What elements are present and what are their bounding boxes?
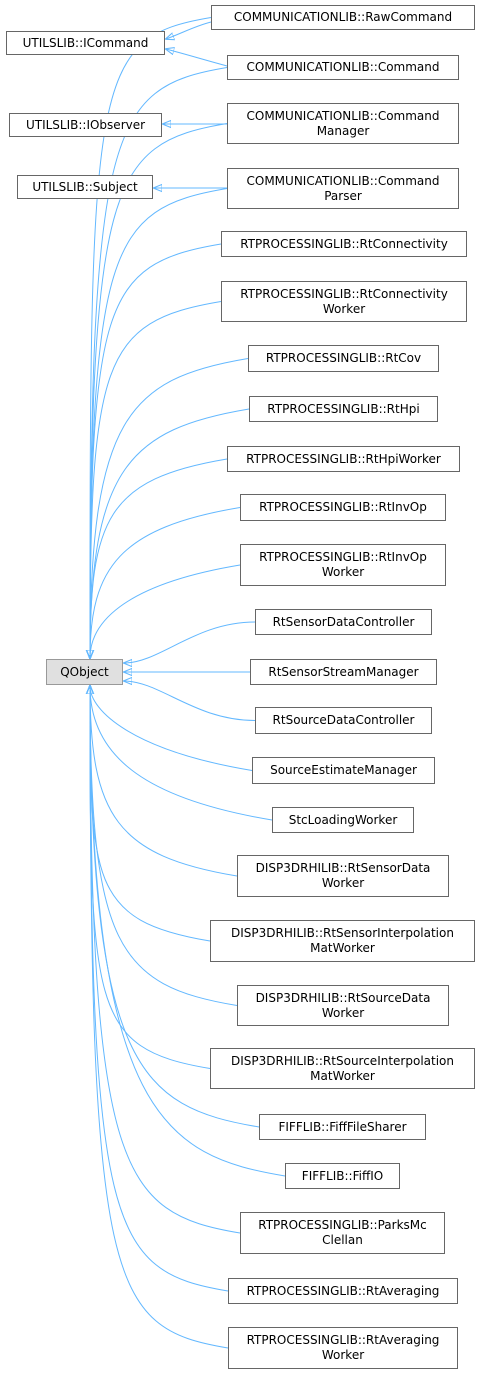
node-label: COMMUNICATIONLIB::RawCommand bbox=[233, 10, 453, 24]
node-label: DISP3DRHILIB::RtSourceData bbox=[255, 990, 431, 1005]
edge-rtsensorinterpolationmatworker-qobject bbox=[90, 686, 211, 942]
edge-rawcommand-icommand bbox=[166, 21, 212, 39]
node-label: COMMUNICATIONLIB::Command bbox=[246, 60, 440, 74]
node-label: QObject bbox=[60, 664, 109, 679]
node-label: StcLoadingWorker bbox=[288, 812, 398, 827]
edge-commandparser-qobject bbox=[90, 188, 228, 659]
node-utilslib-icommand[interactable]: UTILSLIB::ICommand bbox=[6, 31, 165, 55]
edge-rtinvopworker-qobject bbox=[90, 564, 241, 658]
node-label: UTILSLIB::IObserver bbox=[25, 117, 146, 132]
node-label: RTPROCESSINGLIB::RtAveraging bbox=[246, 1333, 440, 1347]
node-qobject[interactable]: QObject bbox=[46, 659, 123, 685]
node-rtsourcedatacontroller[interactable]: RtSourceDataController bbox=[255, 707, 432, 734]
node-label: RTPROCESSINGLIB::RtCov bbox=[265, 351, 422, 365]
edge-rtsensordataworker-qobject bbox=[90, 686, 238, 877]
node-label: RtSensorDataController bbox=[272, 614, 415, 629]
node-label: RTPROCESSINGLIB::RtInvOp bbox=[259, 500, 427, 514]
node-label: UTILSLIB::ICommand bbox=[22, 35, 149, 50]
node-rtprocessinglib-rtaveraging[interactable]: RTPROCESSINGLIB::RtAveraging bbox=[228, 1278, 458, 1304]
node-label: Worker bbox=[322, 301, 366, 316]
edge-rtsourcedatacontroller-qobject bbox=[124, 681, 256, 721]
edge-rthpiworker-qobject bbox=[90, 458, 228, 658]
node-utilslib-subject[interactable]: UTILSLIB::Subject bbox=[17, 175, 153, 199]
node-label: Parser bbox=[324, 188, 362, 203]
node-rtsensordatacontroller[interactable]: RtSensorDataController bbox=[255, 609, 432, 635]
edge-command-qobject bbox=[90, 67, 228, 659]
node-label: DISP3DRHILIB::RtSensorInterpolation bbox=[231, 926, 454, 940]
node-utilslib-iobserver[interactable]: UTILSLIB::IObserver bbox=[9, 113, 162, 137]
node-label: MatWorker bbox=[310, 941, 375, 955]
node-label: DISP3DRHILIB::RtSensorData bbox=[255, 861, 431, 875]
edge-rtsensordatacontroller-qobject bbox=[124, 621, 256, 663]
node-communicationlib-rawcommand[interactable]: COMMUNICATIONLIB::RawCommand bbox=[211, 5, 475, 30]
node-label: Worker bbox=[321, 1348, 365, 1362]
node-label: RTPROCESSINGLIB::RtConnectivity bbox=[240, 236, 448, 251]
node-label: FIFFLIB::FiffFileSharer bbox=[278, 1119, 407, 1134]
node-label: Worker bbox=[321, 1005, 365, 1020]
edge-rtconnectivity-qobject bbox=[90, 243, 222, 658]
node-label: RTPROCESSINGLIB::ParksMc bbox=[258, 1218, 427, 1232]
node-fifflib-fifffilesharer[interactable]: FIFFLIB::FiffFileSharer bbox=[259, 1114, 426, 1140]
node-label: Worker bbox=[321, 876, 365, 890]
edge-rtaveragingworker-qobject bbox=[90, 686, 229, 1349]
node-stcloadingworker[interactable]: StcLoadingWorker bbox=[272, 807, 414, 833]
edge-rtconnectivityworker-qobject bbox=[90, 301, 222, 659]
node-rtsensorstreammanager[interactable]: RtSensorStreamManager bbox=[250, 659, 437, 685]
node-label: Worker bbox=[321, 565, 365, 579]
edge-commandmanager-qobject bbox=[90, 123, 228, 659]
node-label: Manager bbox=[316, 123, 370, 138]
node-rtprocessinglib-rtinvop[interactable]: RTPROCESSINGLIB::RtInvOp bbox=[240, 494, 446, 521]
node-rtprocessinglib-rtcov[interactable]: RTPROCESSINGLIB::RtCov bbox=[248, 345, 439, 372]
node-label: RTPROCESSINGLIB::RtConnectivity bbox=[240, 286, 448, 301]
edge-parksmcclellan-qobject bbox=[90, 686, 241, 1234]
node-rtprocessinglib-rthpiworker[interactable]: RTPROCESSINGLIB::RtHpiWorker bbox=[227, 446, 460, 472]
node-label: COMMUNICATIONLIB::Command bbox=[246, 173, 440, 188]
node-label: MatWorker bbox=[310, 1068, 375, 1083]
node-rtprocessinglib-rtconnectivity[interactable]: RTPROCESSINGLIB::RtConnectivity bbox=[221, 231, 467, 257]
node-label: DISP3DRHILIB::RtSourceInterpolation bbox=[230, 1053, 454, 1068]
node-label: COMMUNICATIONLIB::Command bbox=[246, 108, 440, 123]
edge-stcloadingworker-qobject bbox=[90, 686, 273, 821]
node-label: Clellan bbox=[322, 1233, 363, 1247]
node-fifflib-fiffio[interactable]: FIFFLIB::FiffIO bbox=[285, 1163, 400, 1189]
edge-sourceestimatemanager-qobject bbox=[90, 686, 253, 771]
edge-command-icommand bbox=[166, 49, 228, 67]
edge-rtaveraging-qobject bbox=[90, 686, 229, 1292]
node-label: RTPROCESSINGLIB::RtHpi bbox=[267, 401, 420, 416]
node-label: SourceEstimateManager bbox=[270, 763, 417, 777]
edge-rtinvop-qobject bbox=[90, 507, 241, 659]
edge-fiffio-qobject bbox=[90, 686, 286, 1177]
node-label: UTILSLIB::Subject bbox=[32, 179, 138, 194]
node-label: RtSensorStreamManager bbox=[268, 664, 419, 679]
node-label: RTPROCESSINGLIB::RtHpiWorker bbox=[246, 451, 441, 466]
node-label: RTPROCESSINGLIB::RtAveraging bbox=[246, 1283, 440, 1298]
edge-rtsourceinterpolationmatworker-qobject bbox=[90, 686, 211, 1069]
node-label: FIFFLIB::FiffIO bbox=[301, 1168, 384, 1183]
edge-rtcov-qobject bbox=[90, 358, 249, 659]
node-sourceestimatemanager[interactable]: SourceEstimateManager bbox=[252, 757, 435, 784]
node-rtprocessinglib-rthpi[interactable]: RTPROCESSINGLIB::RtHpi bbox=[249, 396, 438, 422]
node-communicationlib-command[interactable]: COMMUNICATIONLIB::Command bbox=[227, 55, 459, 80]
node-label: RTPROCESSINGLIB::RtInvOp bbox=[259, 550, 427, 564]
node-label: RtSourceDataController bbox=[272, 713, 415, 727]
